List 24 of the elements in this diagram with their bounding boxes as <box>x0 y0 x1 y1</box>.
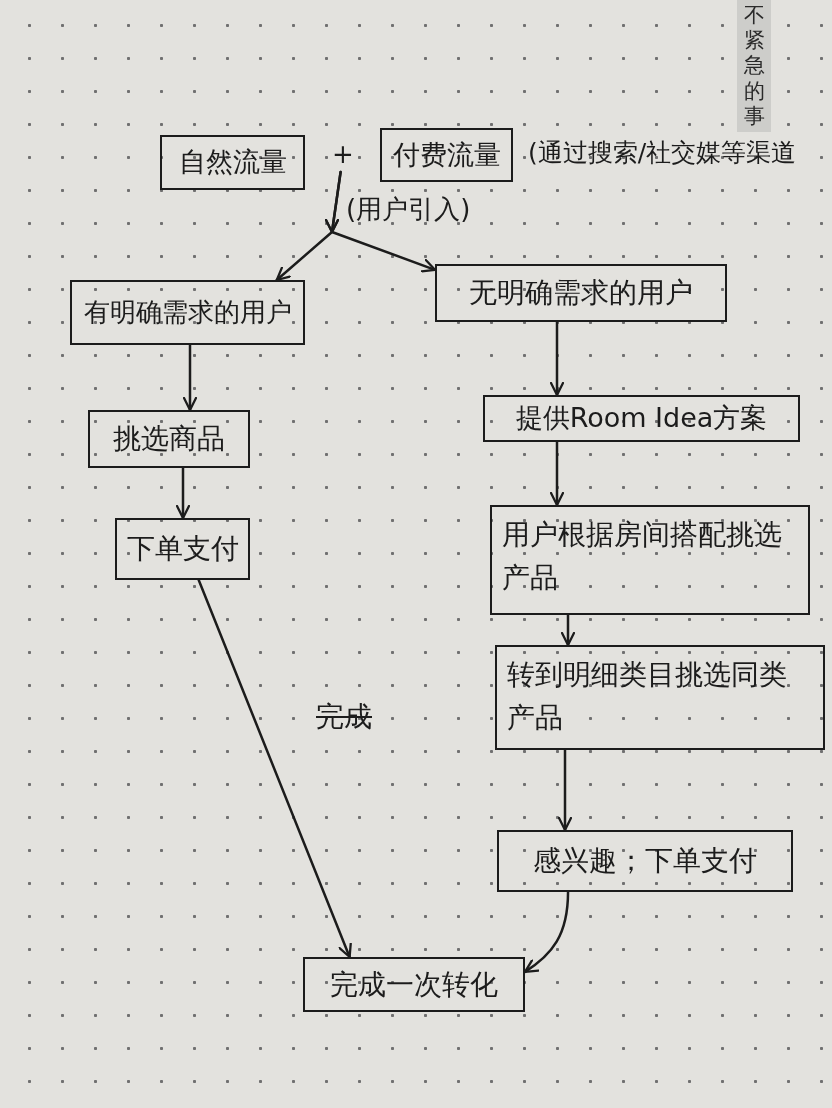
arrow <box>325 170 437 273</box>
process-box: 有明确需求的用户 <box>70 280 305 345</box>
process-box: 无明确需求的用户 <box>435 264 727 322</box>
process-box: 转到明细类目挑选同类产品 <box>495 645 825 750</box>
process-box: 付费流量 <box>380 128 513 182</box>
arrow <box>523 890 570 974</box>
plus-sign: + <box>331 138 355 172</box>
arrow <box>549 440 565 507</box>
process-box: 完成一次转化 <box>303 957 525 1012</box>
arrow <box>560 613 576 647</box>
process-box: 下单支付 <box>115 518 250 580</box>
crossed-out-text: 完成 <box>316 700 372 734</box>
process-box: 挑选商品 <box>88 410 250 468</box>
arrow <box>182 343 198 412</box>
vertical-label: 不紧急的事 <box>737 0 771 132</box>
process-box: 感兴趣；下单支付 <box>497 830 793 892</box>
side-note: (通过搜索/社交媒等渠道 <box>528 138 797 168</box>
process-box: 提供Room Idea方案 <box>483 395 800 442</box>
process-box: 用户根据房间搭配挑选产品 <box>490 505 810 615</box>
arrow <box>549 320 565 397</box>
arrow-note: (用户引入) <box>346 194 471 226</box>
arrow <box>175 466 191 520</box>
arrow <box>557 748 573 832</box>
process-box: 自然流量 <box>160 135 305 190</box>
